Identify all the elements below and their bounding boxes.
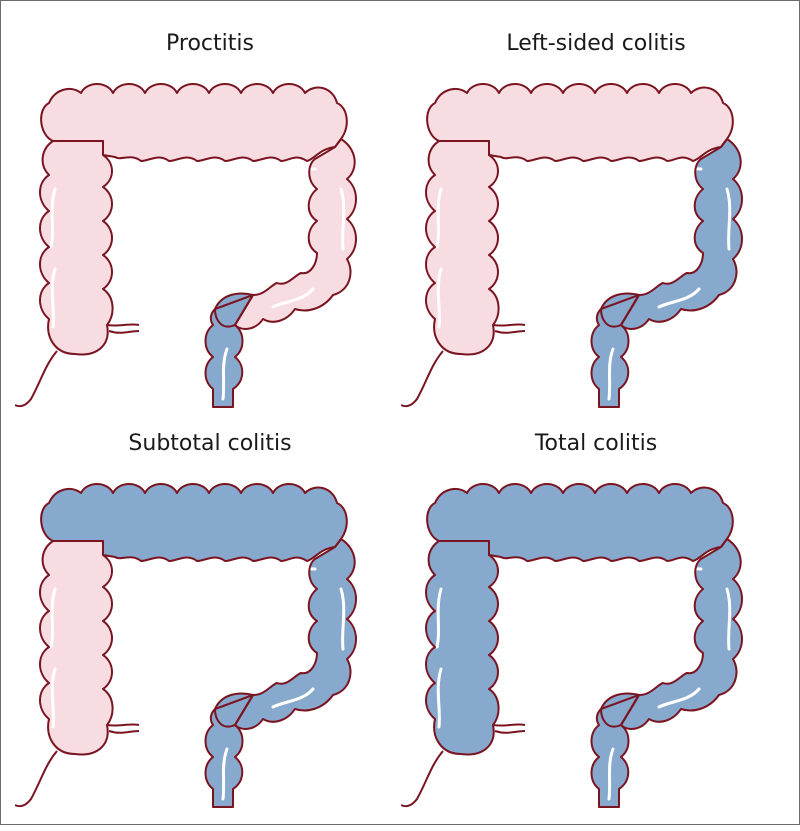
panel-proctitis: Proctitis bbox=[15, 31, 405, 431]
colon-outline-descending bbox=[234, 538, 357, 730]
panel-title: Subtotal colitis bbox=[128, 431, 292, 456]
colon-highlight bbox=[49, 163, 346, 401]
colon-left-sided-diagram bbox=[401, 83, 743, 408]
panel-total-colitis: Total colitis bbox=[401, 431, 791, 831]
appendix bbox=[15, 350, 58, 408]
colon-outline-rectum bbox=[204, 692, 254, 808]
colon-outline-descending bbox=[620, 138, 743, 330]
colon-outline-descending bbox=[620, 538, 743, 730]
colon-outline-descending bbox=[234, 138, 357, 330]
colon-segment-descending bbox=[235, 139, 356, 329]
colon-outline-rectum bbox=[204, 292, 254, 408]
ileum-stub bbox=[106, 323, 140, 334]
ileum-stub bbox=[492, 723, 526, 734]
colon-outline-rectum bbox=[590, 692, 640, 808]
colon-segment-descending bbox=[621, 139, 742, 329]
appendix bbox=[401, 750, 444, 808]
panel-left-sided-colitis: Left-sided colitis bbox=[401, 31, 791, 431]
colon-segment-descending bbox=[235, 539, 356, 729]
panel-title: Total colitis bbox=[534, 431, 658, 456]
ileum-stub bbox=[492, 323, 526, 334]
colon-highlight bbox=[435, 163, 732, 401]
panel-title: Proctitis bbox=[166, 31, 254, 56]
colon-highlight bbox=[435, 563, 732, 801]
colon-outline-transverse bbox=[426, 83, 734, 162]
colon-segment-transverse bbox=[427, 84, 733, 161]
colon-outline-rectum bbox=[590, 292, 640, 408]
colon-outline-transverse bbox=[40, 83, 348, 162]
colon-segment-ascending bbox=[426, 141, 499, 355]
ileum-stub bbox=[106, 723, 140, 734]
colon-subtotal-diagram bbox=[15, 483, 357, 808]
colon-segment-ascending bbox=[426, 541, 499, 755]
colon-segment-transverse bbox=[41, 84, 347, 161]
panel-subtotal-colitis: Subtotal colitis bbox=[15, 431, 405, 831]
panel-title: Left-sided colitis bbox=[506, 31, 686, 56]
colon-segment-ascending bbox=[40, 141, 113, 355]
colon-total-diagram bbox=[401, 483, 743, 808]
colon-highlight bbox=[49, 563, 346, 801]
colon-segment-transverse bbox=[427, 484, 733, 561]
colon-outline-transverse bbox=[40, 483, 348, 562]
colon-segment-ascending bbox=[40, 541, 113, 755]
colon-segment-descending bbox=[621, 539, 742, 729]
appendix bbox=[15, 750, 58, 808]
appendix bbox=[401, 350, 444, 408]
colon-outline-transverse bbox=[426, 483, 734, 562]
colon-segment-transverse bbox=[41, 484, 347, 561]
colon-proctitis-diagram bbox=[15, 83, 357, 408]
